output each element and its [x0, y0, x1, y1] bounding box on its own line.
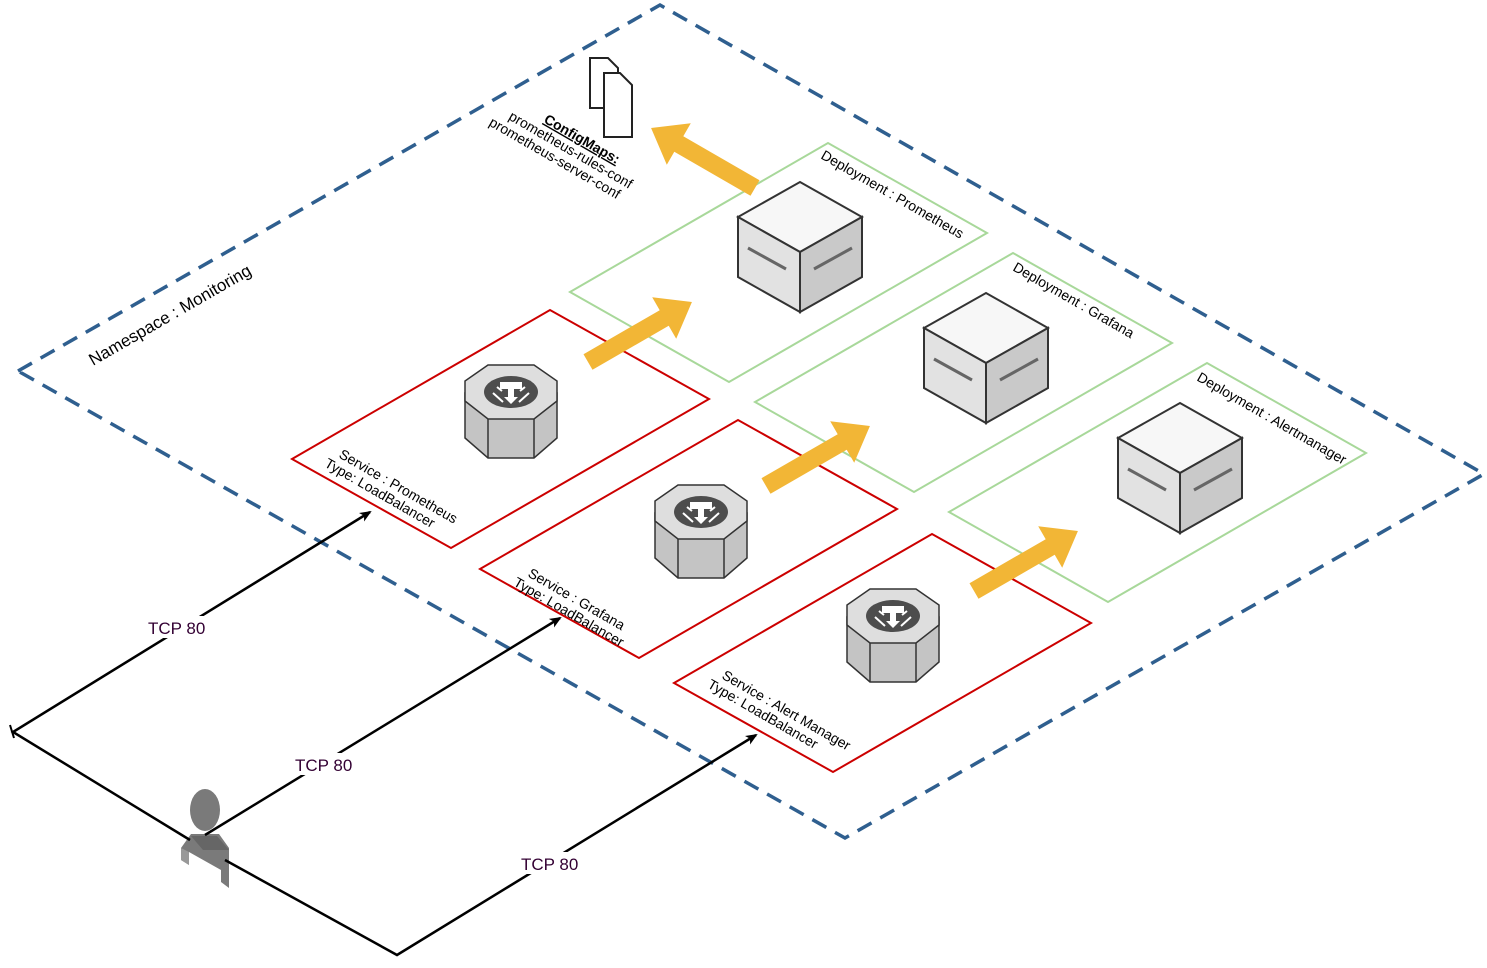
service-to-deployment-arrow [576, 281, 704, 383]
tcp-label: TCP 80 [295, 756, 352, 775]
tcp-label: TCP 80 [148, 619, 205, 638]
service-box-alertmanager[interactable] [671, 532, 1094, 774]
deployment-box-alertmanager[interactable] [946, 361, 1369, 604]
deployment-box-grafana[interactable] [752, 251, 1175, 494]
tcp-label-bg [291, 753, 361, 775]
deployment-box-prometheus[interactable] [567, 141, 990, 384]
connection-line [9, 510, 372, 842]
service-name: Service : Alert Manager [720, 667, 854, 754]
namespace-label: Namespace : Monitoring [86, 261, 255, 370]
service-box-grafana[interactable] [477, 418, 900, 660]
connection-line [224, 733, 758, 957]
server-box-icon [1116, 401, 1244, 535]
service-to-deployment-arrow [754, 405, 882, 507]
configmaps-icon [589, 57, 633, 138]
tcp-label-bg [517, 852, 587, 874]
tcp-label: TCP 80 [521, 855, 578, 874]
connection-line [204, 616, 562, 837]
load-balancer-icon [846, 588, 940, 683]
configmap-flow-arrow [639, 107, 767, 209]
user-icon [181, 789, 229, 888]
namespace-boundary [14, 2, 1487, 841]
server-box-icon [736, 180, 864, 314]
tcp-label-bg [144, 616, 214, 638]
server-box-icon [922, 291, 1050, 425]
service-box-prometheus[interactable] [289, 308, 712, 550]
load-balancer-icon [654, 484, 748, 579]
load-balancer-icon [464, 364, 558, 459]
